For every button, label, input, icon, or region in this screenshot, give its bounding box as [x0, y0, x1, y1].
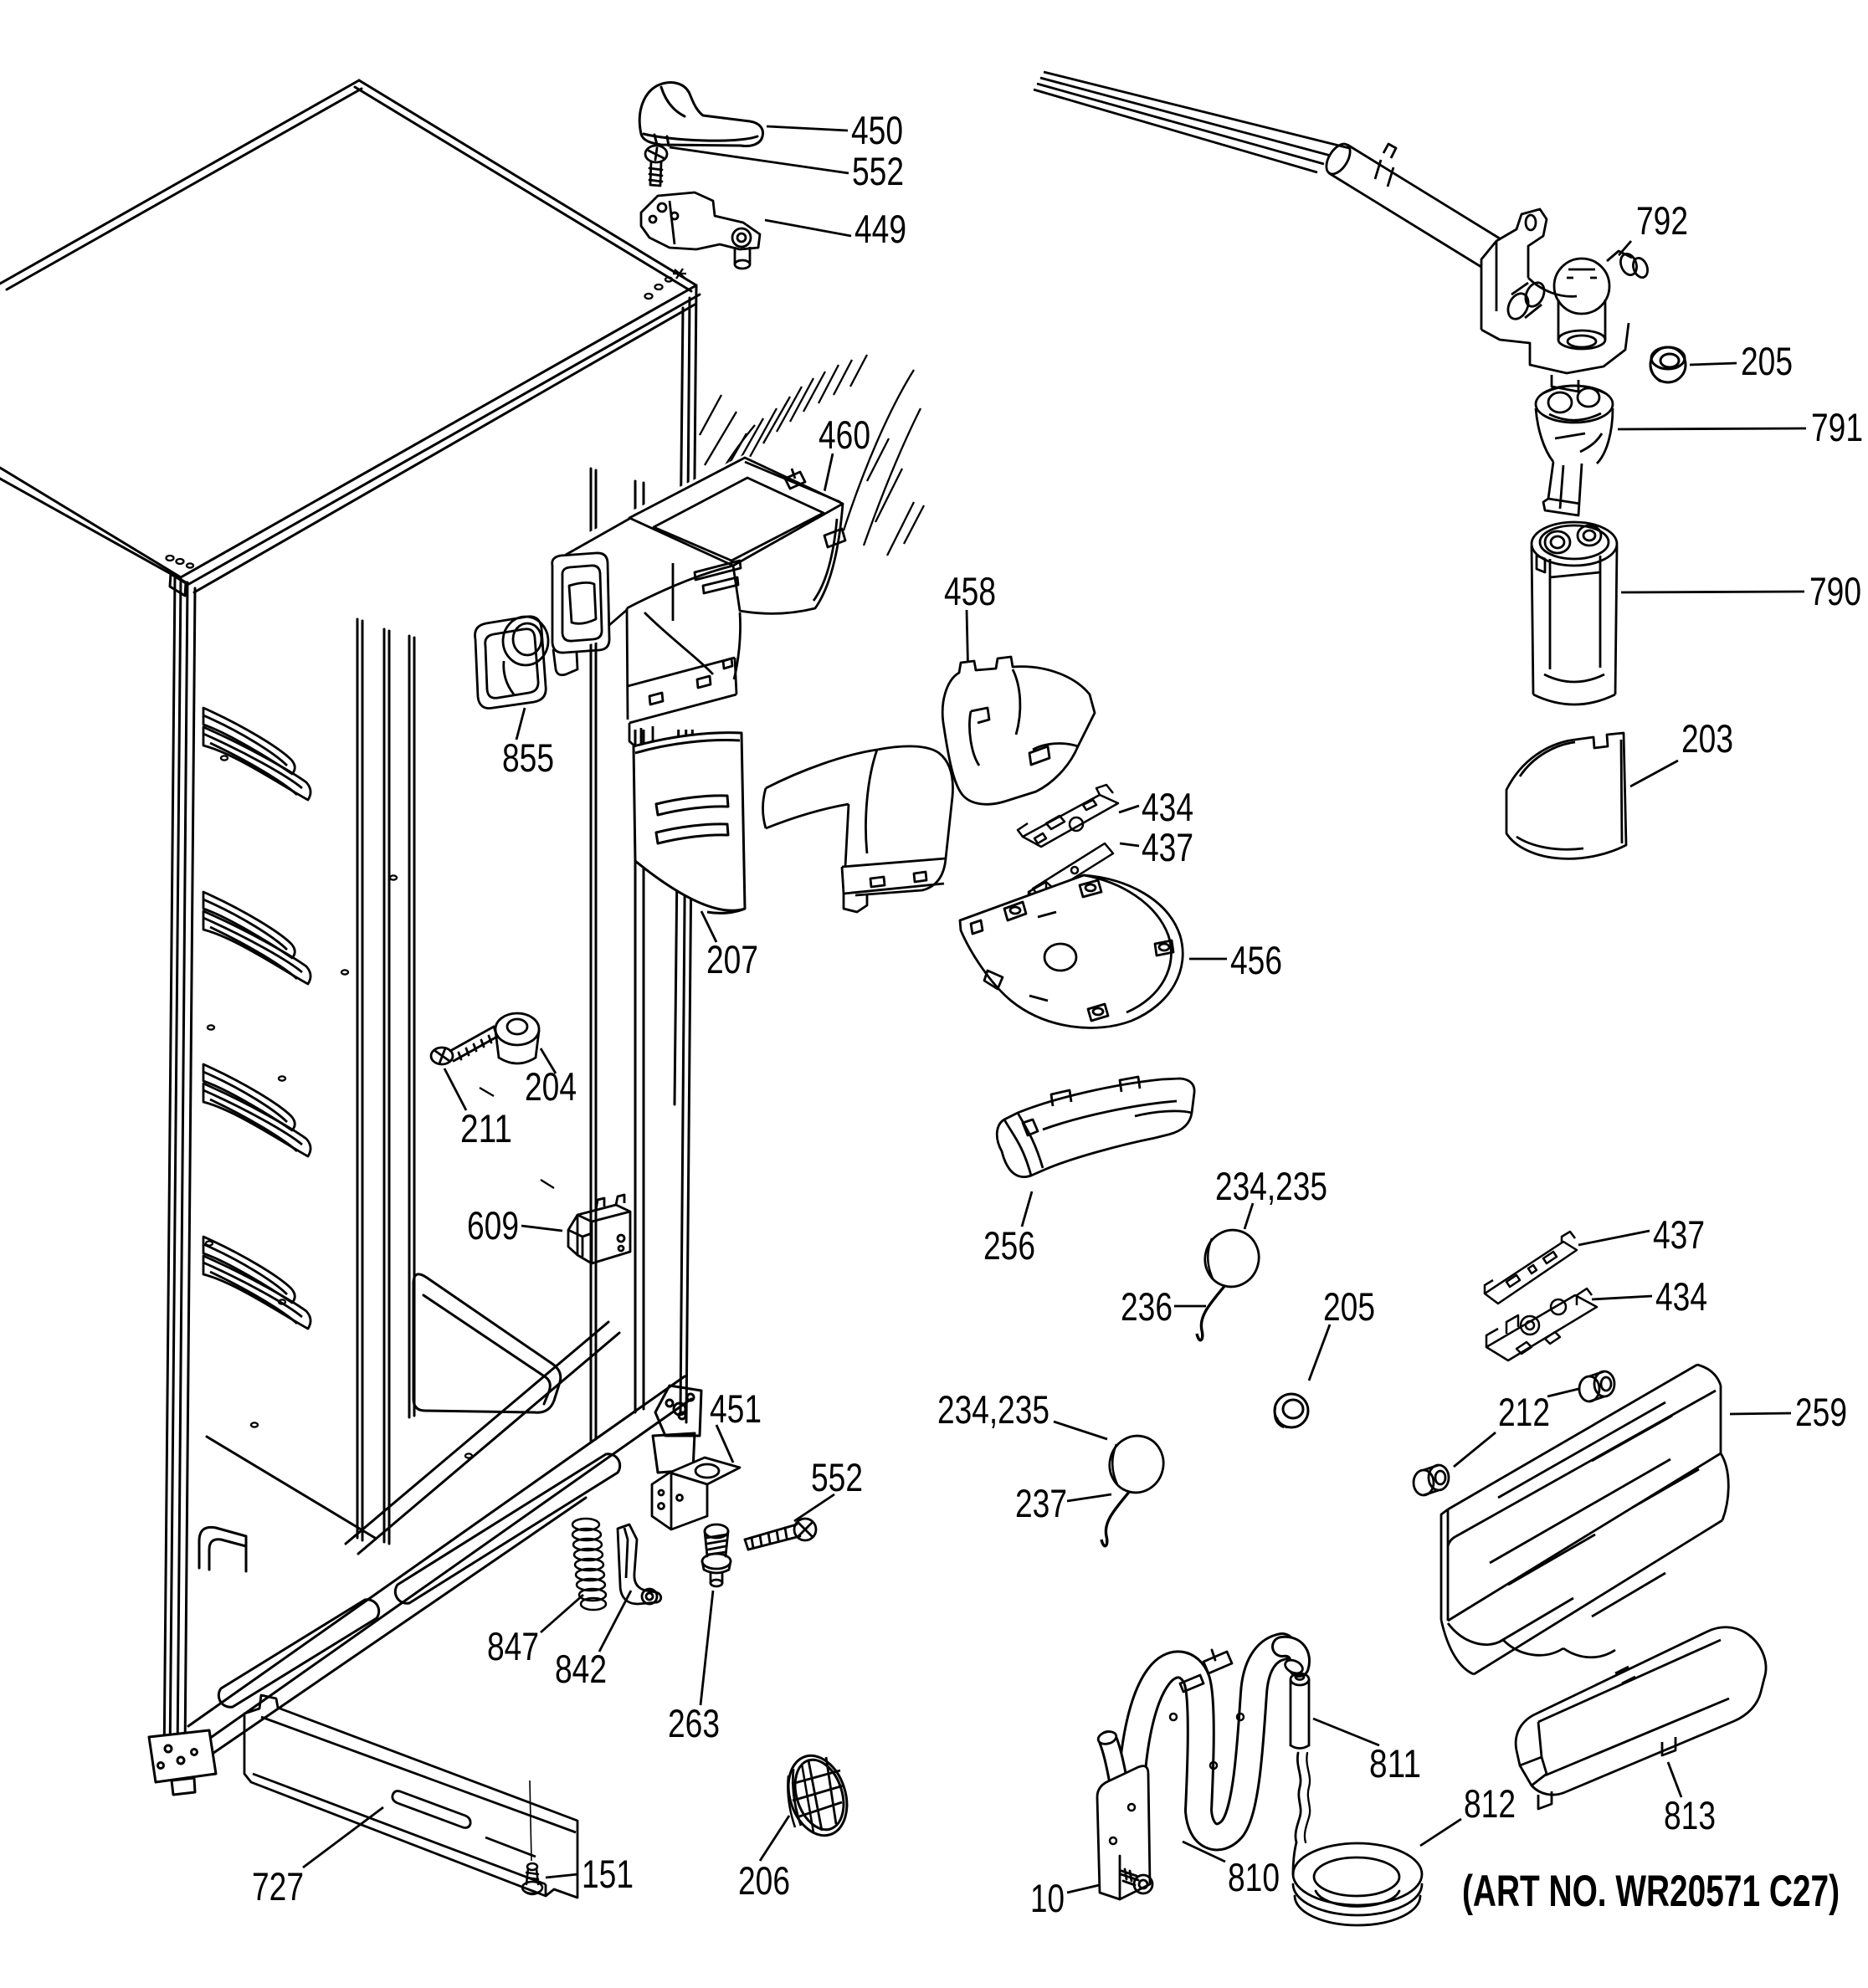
svg-text:842: 842 [555, 1647, 607, 1691]
svg-text:437: 437 [1142, 825, 1193, 869]
svg-text:790: 790 [1809, 569, 1861, 613]
svg-text:791: 791 [1811, 405, 1863, 449]
svg-text:449: 449 [854, 207, 906, 251]
svg-text:552: 552 [811, 1455, 863, 1499]
svg-text:205: 205 [1323, 1284, 1375, 1329]
svg-text:263: 263 [668, 1701, 720, 1745]
svg-text:236: 236 [1121, 1284, 1173, 1329]
svg-text:204: 204 [525, 1064, 577, 1109]
svg-text:259: 259 [1795, 1390, 1847, 1434]
svg-text:812: 812 [1464, 1781, 1516, 1826]
svg-text:205: 205 [1741, 339, 1793, 383]
svg-text:847: 847 [487, 1624, 539, 1668]
svg-text:609: 609 [467, 1203, 519, 1248]
svg-text:792: 792 [1636, 198, 1688, 243]
svg-text:203: 203 [1681, 716, 1733, 761]
svg-text:811: 811 [1369, 1741, 1421, 1786]
svg-text:151: 151 [582, 1852, 634, 1896]
svg-text:10: 10 [1030, 1876, 1065, 1920]
svg-text:212: 212 [1498, 1390, 1550, 1434]
svg-text:211: 211 [460, 1106, 512, 1150]
svg-text:727: 727 [252, 1864, 304, 1909]
svg-text:237: 237 [1015, 1481, 1067, 1525]
svg-text:458: 458 [944, 569, 996, 613]
svg-text:460: 460 [819, 412, 870, 457]
svg-text:(ART NO. WR20571 C27): (ART NO. WR20571 C27) [1462, 1867, 1840, 1916]
svg-text:207: 207 [706, 937, 758, 981]
svg-text:450: 450 [851, 108, 903, 152]
svg-text:206: 206 [738, 1858, 790, 1903]
svg-text:434: 434 [1142, 785, 1193, 829]
svg-text:552: 552 [852, 149, 904, 193]
svg-text:451: 451 [710, 1386, 762, 1431]
svg-text:256: 256 [983, 1223, 1035, 1268]
svg-text:855: 855 [502, 735, 554, 780]
svg-text:234,235: 234,235 [937, 1387, 1049, 1432]
svg-text:813: 813 [1664, 1793, 1716, 1837]
svg-text:234,235: 234,235 [1215, 1164, 1327, 1208]
svg-text:437: 437 [1653, 1212, 1705, 1257]
svg-text:810: 810 [1228, 1855, 1280, 1899]
svg-text:456: 456 [1230, 938, 1282, 982]
svg-text:434: 434 [1655, 1274, 1707, 1319]
